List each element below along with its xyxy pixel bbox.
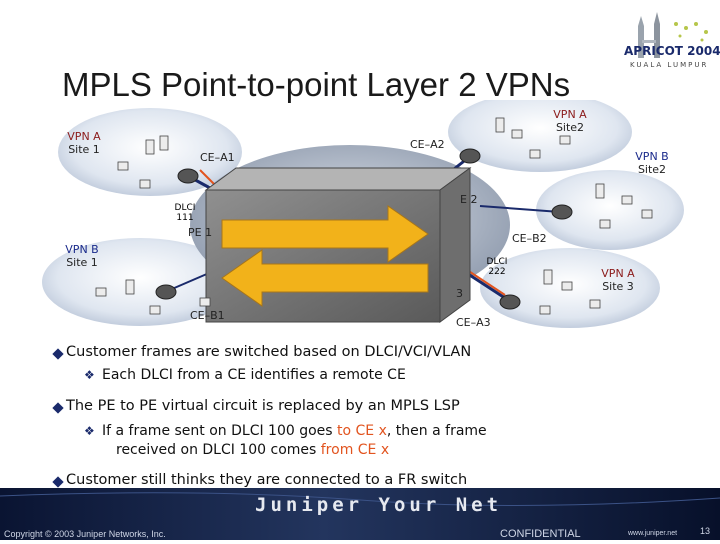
text-part: , then a frame [386,423,487,439]
footer-bar: Juniper Your Net Copyright © 2003 Junipe… [0,488,720,540]
bullet-diamond-icon [52,402,64,414]
footer-brand: Juniper Your Net [255,494,503,516]
label-ce-a2: CE–A2 [410,138,445,151]
label-pe1: PE 1 [188,226,213,239]
cloud-vpn-b-site2 [536,170,684,250]
site-label-vpn-a-site2: VPN A Site2 [546,108,594,134]
conference-logo: APRICOT 2004 KUALA LUMPUR [620,6,720,76]
site-name: VPN A [553,108,587,121]
text-part: If a frame sent on DLCI 100 goes [102,423,338,439]
dlci-text: DLCI [486,257,508,267]
host-icons [95,117,653,315]
site-name: VPN A [67,130,101,143]
dlci-number: 222 [488,267,506,277]
logo-text: APRICOT 2004 [624,44,720,58]
left-arrow-icon [221,249,429,307]
bullet-diamond-icon [52,476,64,488]
site-name: VPN A [601,267,635,280]
site-label-vpn-a-site1: VPN A Site 1 [60,130,108,156]
label-ce-a3: CE–A3 [456,316,491,329]
router-ce-b1-icon [155,284,177,300]
page-number: 13 [700,526,711,536]
cloud-vpn-a-site2 [448,100,632,172]
highlight-to-ce: to CE x [337,423,387,439]
router-ce-a2-icon [459,148,481,164]
sub-bullet-2-line2: received on DLCI 100 comes from CE x [116,442,389,458]
twin-towers-icon [638,12,708,58]
logo-subtext: KUALA LUMPUR [630,61,709,69]
site-name: VPN B [65,243,99,256]
label-ce-b1: CE–B1 [190,309,225,322]
bullet-2: The PE to PE virtual circuit is replaced… [66,398,460,414]
cloud-vpn-b-site1 [42,238,238,326]
site-number: Site2 [637,163,667,176]
label-pe2: E 2 [460,193,478,206]
slide-title: MPLS Point-to-point Layer 2 VPNs [62,66,571,103]
site-name: VPN B [635,150,669,163]
footer-copyright: Copyright © 2003 Juniper Networks, Inc. [4,529,166,539]
right-arrow-icon [221,205,429,263]
dlci-text: DLCI [174,203,196,213]
sub-bullet-check-icon: ❖ [84,368,95,382]
dlci-label-left: DLCI 111 [168,203,202,223]
highlight-from-ce: from CE x [320,442,390,458]
label-ce-a1: CE–A1 [200,151,235,164]
site-label-vpn-a-site3: VPN A Site 3 [594,267,642,293]
virtual-circuit-box [204,167,472,323]
site-label-vpn-b-site1: VPN B Site 1 [58,243,106,269]
footer-url: www.juniper.net [628,530,678,537]
bullet-3: Customer still thinks they are connected… [66,472,468,488]
network-diagram [42,100,684,328]
site-number: Site 3 [602,280,634,293]
sub-bullet-2-line1: If a frame sent on DLCI 100 goes to CE x… [102,423,487,439]
site-number: Site2 [555,121,585,134]
footer-confidential: CONFIDENTIAL [500,528,581,540]
bullet-list: Customer frames are switched based on DL… [40,344,680,488]
dlci-label-right: DLCI 222 [480,257,514,277]
label-ce-b2: CE–B2 [512,232,547,245]
router-ce-a3-icon [499,294,521,310]
dlci-number: 111 [176,213,194,223]
sub-bullet-1: Each DLCI from a CE identifies a remote … [102,367,406,383]
sub-bullet-check-icon: ❖ [84,424,95,438]
site-label-vpn-b-site2: VPN B Site2 [628,150,676,176]
text-part: received on DLCI 100 comes [116,442,321,458]
site-number: Site 1 [66,256,98,269]
bullet-diamond-icon [52,348,64,360]
router-ce-a1-icon [177,168,199,184]
router-ce-b2-icon [551,204,573,220]
label-pe3: 3 [456,287,463,300]
footer-background [0,488,720,540]
bullet-1: Customer frames are switched based on DL… [66,344,472,360]
site-number: Site 1 [68,143,100,156]
